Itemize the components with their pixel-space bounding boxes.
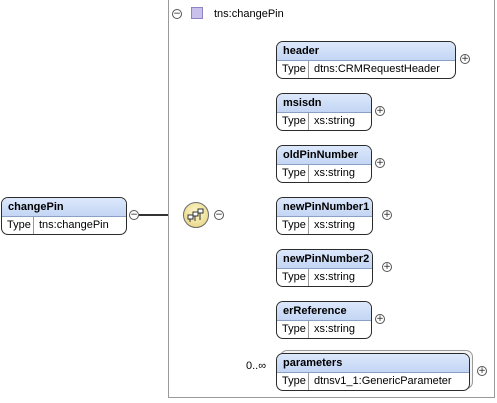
element-name: oldPinNumber — [277, 146, 371, 165]
expand-icon[interactable]: + — [477, 366, 487, 376]
expand-icon[interactable]: + — [460, 54, 470, 64]
collapse-icon[interactable]: − — [129, 210, 139, 220]
type-value: xs:string — [314, 167, 355, 179]
expand-icon[interactable]: + — [375, 158, 385, 168]
sequence-compositor-icon[interactable] — [182, 201, 210, 229]
element-newpinnumber2[interactable]: newPinNumber2 Type xs:string — [276, 249, 373, 287]
element-newpinnumber1[interactable]: newPinNumber1 Type xs:string — [276, 197, 373, 235]
type-label: Type — [277, 269, 309, 286]
element-name: msisdn — [277, 94, 371, 113]
type-label: Type — [277, 321, 309, 338]
element-oldpinnumber[interactable]: oldPinNumber Type xs:string — [276, 145, 372, 183]
element-erreference[interactable]: erReference Type xs:string — [276, 301, 372, 339]
expand-icon[interactable]: + — [382, 262, 392, 272]
element-name: newPinNumber2 — [277, 250, 372, 269]
element-parameters[interactable]: parameters Type dtnsv1_1:GenericParamete… — [276, 353, 470, 391]
element-header[interactable]: header Type dtns:CRMRequestHeader — [276, 41, 456, 79]
type-value: tns:changePin — [39, 219, 109, 231]
type-label: Type — [277, 373, 309, 390]
element-name: changePin — [2, 198, 126, 217]
element-msisdn[interactable]: msisdn Type xs:string — [276, 93, 372, 131]
multiplicity-label: 0..∞ — [246, 360, 267, 372]
type-label: Type — [277, 165, 309, 182]
type-label: Type — [277, 61, 309, 78]
type-value: dtns:CRMRequestHeader — [314, 63, 440, 75]
collapse-icon[interactable]: − — [214, 210, 224, 220]
type-value: xs:string — [314, 115, 355, 127]
element-name: parameters — [277, 354, 469, 373]
type-value: xs:string — [314, 219, 355, 231]
type-value: xs:string — [314, 271, 355, 283]
type-label: Type — [2, 217, 34, 234]
type-value: dtnsv1_1:GenericParameter — [314, 375, 452, 387]
expand-icon[interactable]: + — [375, 106, 385, 116]
type-label: Type — [277, 217, 309, 234]
element-name: header — [277, 42, 455, 61]
type-value: xs:string — [314, 323, 355, 335]
collapse-icon[interactable]: − — [172, 9, 182, 19]
type-label: Type — [277, 113, 309, 130]
expand-icon[interactable]: + — [375, 314, 385, 324]
element-name: erReference — [277, 302, 371, 321]
element-name: newPinNumber1 — [277, 198, 372, 217]
complex-type-title: tns:changePin — [214, 8, 284, 20]
root-element-changepin[interactable]: changePin Type tns:changePin — [1, 197, 127, 235]
complex-type-square-icon — [191, 7, 203, 19]
expand-icon[interactable]: + — [382, 210, 392, 220]
